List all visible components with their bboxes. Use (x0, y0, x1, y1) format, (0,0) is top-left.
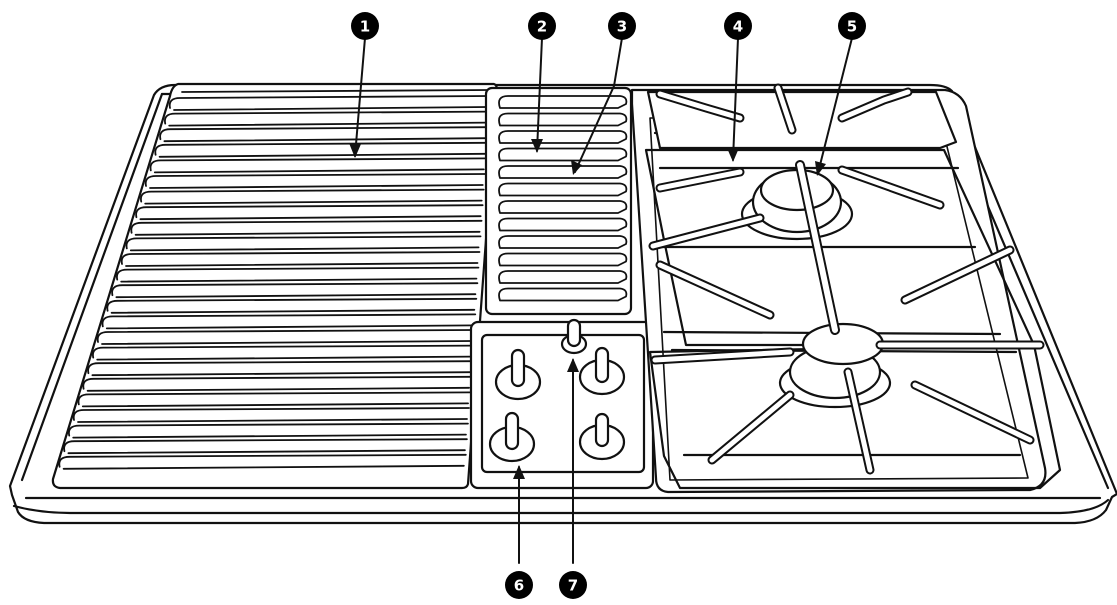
callout-2: 2 (528, 12, 556, 40)
callout-7: 7 (559, 571, 587, 599)
callout-number: 6 (514, 577, 524, 595)
downdraft-vent-grate (484, 86, 633, 316)
callout-5: 5 (838, 12, 866, 40)
callout-6: 6 (505, 571, 533, 599)
callout-number: 2 (537, 18, 547, 36)
knob-right-rear[interactable] (578, 346, 626, 396)
leader-lines (354, 37, 853, 564)
leader-arrowheads (349, 139, 826, 479)
callout-markers: 1 2 3 4 5 6 7 (351, 12, 866, 599)
callout-number: 5 (847, 18, 857, 36)
callout-number: 7 (568, 577, 578, 595)
callout-4: 4 (724, 12, 752, 40)
callout-number: 3 (617, 18, 627, 36)
knob-left-rear[interactable] (494, 348, 542, 401)
control-knobs (488, 318, 626, 463)
griddle (51, 82, 499, 490)
callout-number: 1 (360, 18, 370, 36)
gas-burner-section (630, 83, 1062, 494)
knob-right-front[interactable] (578, 412, 626, 461)
callout-3: 3 (608, 12, 636, 40)
vent-control-knob[interactable] (560, 318, 588, 355)
knob-left-front[interactable] (488, 411, 536, 463)
callout-number: 4 (733, 18, 743, 36)
callout-1: 1 (351, 12, 379, 40)
